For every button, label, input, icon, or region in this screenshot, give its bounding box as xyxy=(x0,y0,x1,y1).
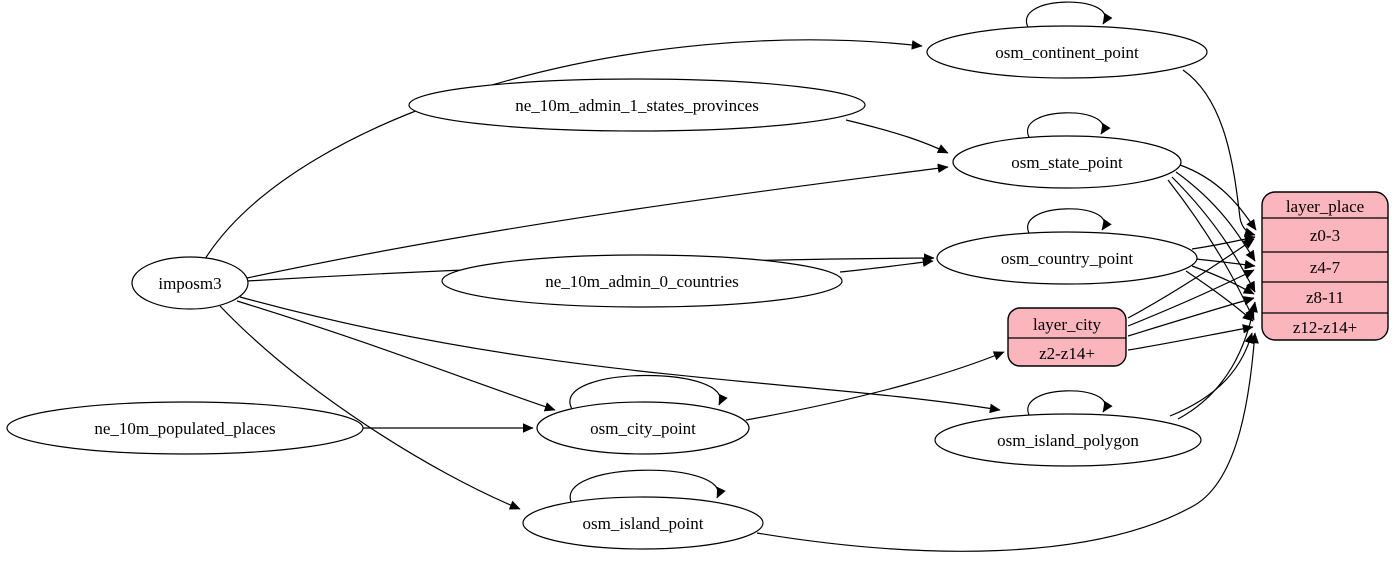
edge-osm_state_point-layer_place-z8-11 xyxy=(1171,176,1256,293)
node-ne_10m_admin_1_states_provinces: ne_10m_admin_1_states_provinces xyxy=(408,78,866,132)
node-osm_continent_point-label: osm_continent_point xyxy=(995,43,1139,62)
node-osm_island_polygon-label: osm_island_polygon xyxy=(997,431,1139,450)
node-ne_10m_admin_0_countries-shape xyxy=(441,254,843,308)
node-layer_city: layer_city z2-z14+ xyxy=(1007,307,1127,367)
node-osm_island_polygon-shape xyxy=(934,413,1202,467)
edge-osm_island_polygon-layer_place-z8-11 xyxy=(1177,301,1258,420)
node-osm_country_point-shape xyxy=(936,231,1198,285)
edge-self-loop-osm_state_point xyxy=(1027,112,1111,140)
edge-self-loop-osm_island_point xyxy=(569,469,726,505)
node-ne_10m_populated_places: ne_10m_populated_places xyxy=(6,401,364,455)
node-ne_10m_populated_places-label: ne_10m_populated_places xyxy=(94,419,275,438)
node-imposm3: imposm3 xyxy=(131,256,249,310)
edge-imposm3-osm_state_point xyxy=(246,163,949,279)
node-ne_10m_admin_1_states_provinces-label: ne_10m_admin_1_states_provinces xyxy=(515,96,759,115)
node-ne_10m_admin_0_countries: ne_10m_admin_0_countries xyxy=(441,254,843,308)
node-osm_island_point-label: osm_island_point xyxy=(583,514,704,533)
edge-imposm3-osm_island_polygon xyxy=(239,296,1001,414)
node-osm_continent_point-shape xyxy=(926,25,1208,79)
layer_place-row-z0-3: z0-3 xyxy=(1310,226,1340,245)
edge-self-loop-osm_city_point xyxy=(569,374,728,410)
node-osm_state_point: osm_state_point xyxy=(952,135,1182,189)
edge-self-loop-osm_country_point xyxy=(1027,208,1112,236)
node-layer_city-shape xyxy=(1007,307,1127,367)
node-osm_country_point-label: osm_country_point xyxy=(1001,249,1133,268)
node-osm_island_point-shape xyxy=(522,496,764,550)
node-imposm3-shape xyxy=(131,256,249,310)
edge-layer_city-layer_place-z4-7 xyxy=(1127,269,1255,327)
node-layer_place-shape xyxy=(1261,191,1389,341)
edge-layer_city-layer_place-z12-z14 xyxy=(1127,324,1254,351)
edge-imposm3-osm_island_point xyxy=(219,305,521,510)
node-imposm3-label: imposm3 xyxy=(158,274,221,293)
node-layer_place-title: layer_place xyxy=(1286,197,1364,216)
layer_place-row-z12-z14: z12-z14+ xyxy=(1293,318,1357,337)
node-osm_state_point-label: osm_state_point xyxy=(1011,153,1123,172)
node-osm_country_point: osm_country_point xyxy=(936,231,1198,285)
edge-imposm3-osm_city_point xyxy=(236,300,556,412)
edge-layer_city-layer_place-z0-3 xyxy=(1127,238,1255,319)
layer_city-row-z2-z14: z2-z14+ xyxy=(1039,344,1095,363)
node-ne_10m_admin_0_countries-label: ne_10m_admin_0_countries xyxy=(545,272,739,291)
node-osm_island_polygon: osm_island_polygon xyxy=(934,413,1202,467)
edge-osm_country_point-layer_place-z0-3 xyxy=(1191,234,1256,250)
edge-osm_country_point-layer_place-z4-7 xyxy=(1195,258,1256,270)
edge-osm_city_point-layer_city-z2-z14 xyxy=(745,351,1005,421)
edge-ne_10m_admin_1_states_provinces-osm_state_point xyxy=(845,119,949,154)
layer_place-row-z4-7: z4-7 xyxy=(1310,258,1341,277)
edge-self-loop-osm_continent_point xyxy=(1025,1,1113,30)
node-osm_city_point: osm_city_point xyxy=(536,401,750,455)
edge-osm_continent_point-layer_place-z0-3 xyxy=(1182,69,1256,237)
edge-layer_city-layer_place-z8-11 xyxy=(1127,296,1255,337)
node-layer_city-title: layer_city xyxy=(1033,315,1101,334)
layer_place-row-z8-11: z8-11 xyxy=(1306,288,1344,307)
edge-ne_10m_admin_0_countries-osm_country_point xyxy=(839,257,934,273)
node-ne_10m_admin_1_states_provinces-shape xyxy=(408,78,866,132)
node-osm_city_point-label: osm_city_point xyxy=(590,419,696,438)
node-osm_state_point-shape xyxy=(952,135,1182,189)
edge-osm_state_point-layer_place-z0-3 xyxy=(1179,164,1257,231)
edge-osm_island_polygon-layer_place-z12-z14 xyxy=(1169,332,1254,417)
node-layer_place: layer_place z0-3 z4-7 z8-11 z12-z14+ xyxy=(1261,191,1389,341)
node-osm_continent_point: osm_continent_point xyxy=(926,25,1208,79)
edge-osm_island_point-layer_place-z12-z14 xyxy=(756,332,1259,552)
node-ne_10m_populated_places-shape xyxy=(6,401,364,455)
edge-osm_state_point-layer_place-z4-7 xyxy=(1175,171,1256,262)
node-osm_city_point-shape xyxy=(536,401,750,455)
node-osm_island_point: osm_island_point xyxy=(522,496,764,550)
edge-self-loop-osm_island_polygon xyxy=(1027,390,1113,418)
